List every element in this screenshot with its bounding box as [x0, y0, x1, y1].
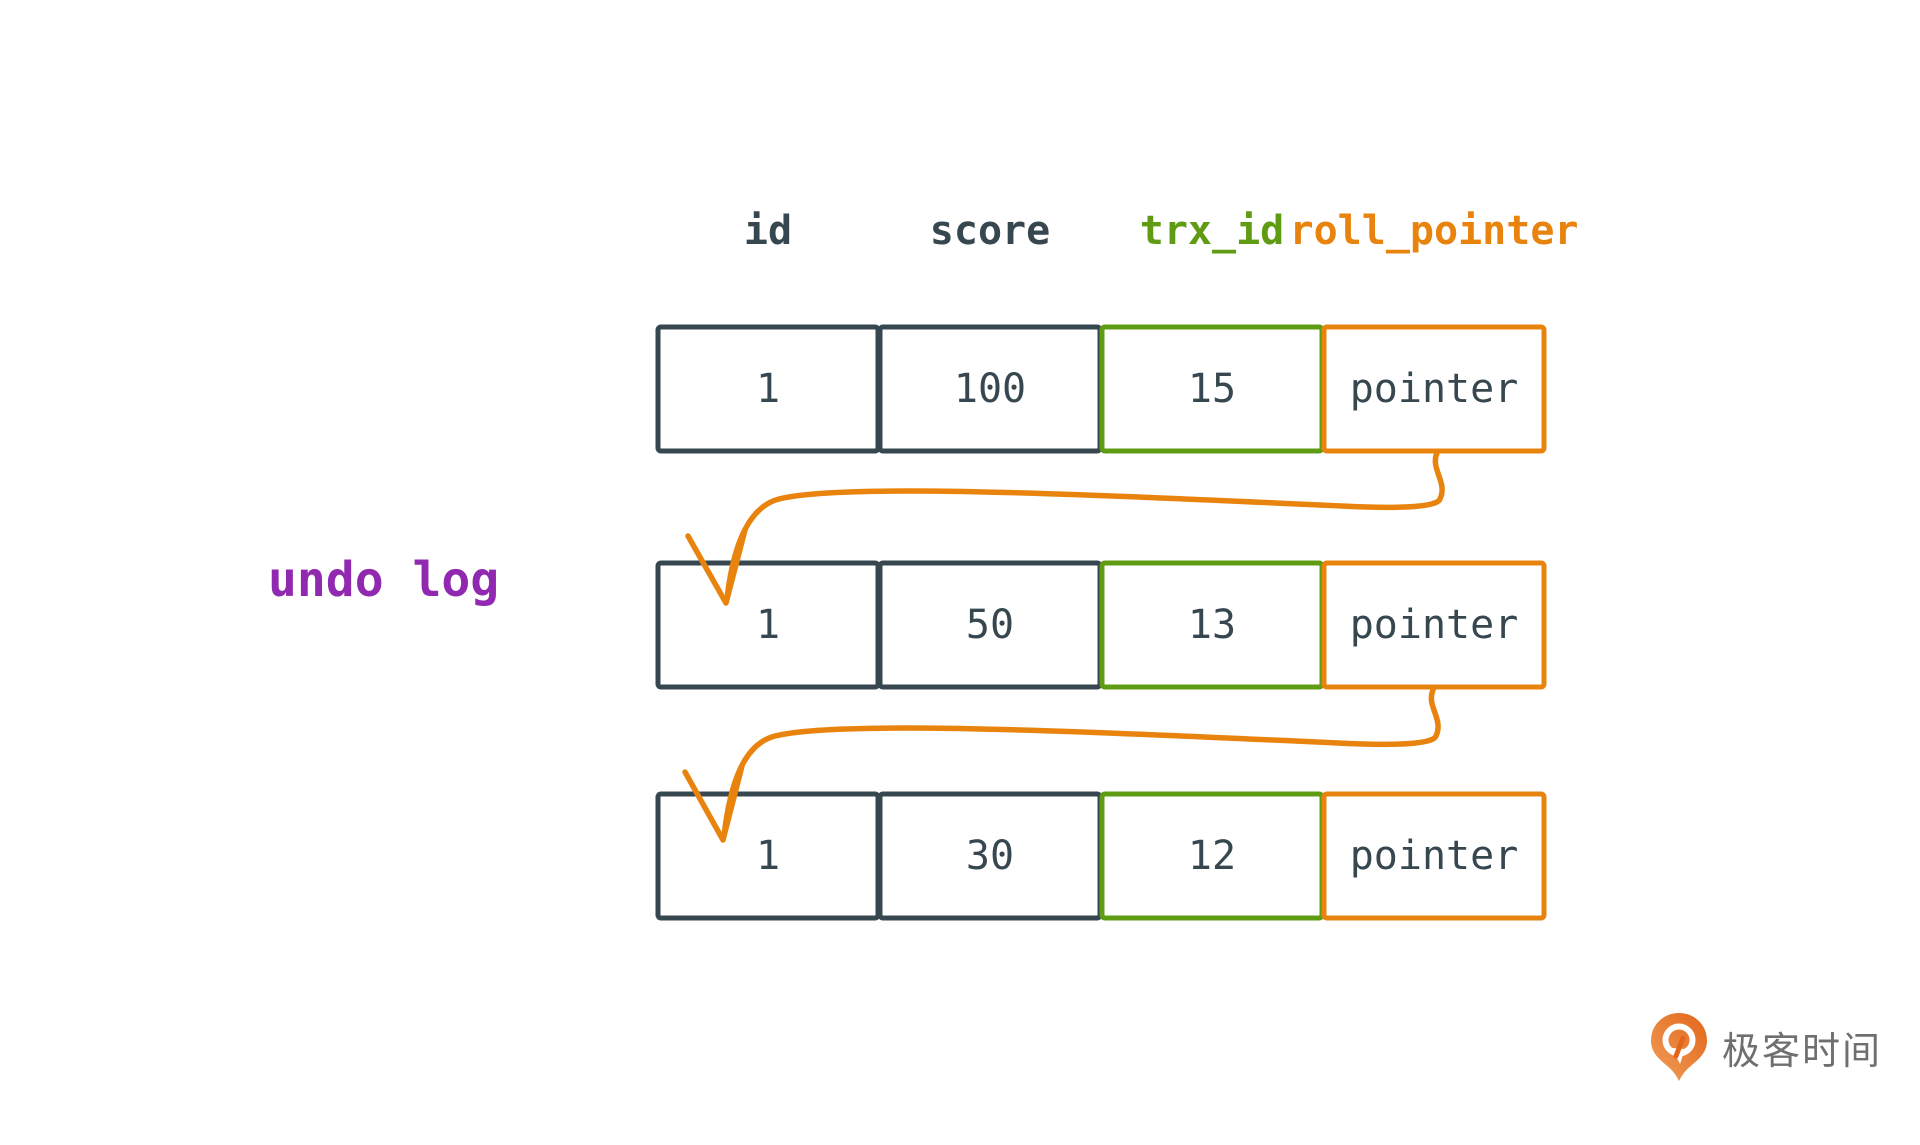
column-header-roll-pointer: roll_pointer — [1289, 208, 1579, 254]
geektime-pin-icon — [1651, 1013, 1707, 1081]
column-header-id: id — [743, 208, 793, 254]
column-header-trx-id: trx_id — [1139, 208, 1285, 254]
record-row-1-boxes — [655, 324, 1547, 454]
pointer-arrow-row2-to-row3 — [682, 687, 1441, 843]
geektime-logo: 极客时间 — [1650, 1012, 1882, 1082]
undo-log-label: undo log — [268, 552, 500, 608]
pointer-arrow-row1-to-row2 — [685, 450, 1445, 606]
geektime-logo-text: 极客时间 — [1722, 1028, 1883, 1073]
record-row-2-boxes — [655, 560, 1547, 690]
column-header-score: score — [929, 208, 1051, 254]
record-row-3-boxes — [655, 791, 1547, 921]
